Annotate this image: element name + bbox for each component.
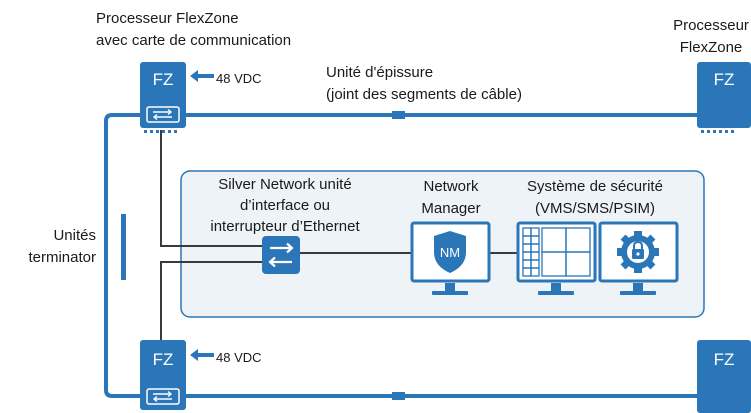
network-manager-label-line2: Manager (421, 200, 481, 217)
processor-top-right-label-line1: Processeur (673, 17, 749, 34)
power-label-top: 48 VDC (216, 71, 262, 86)
splice-label-line2: (joint des segments de câble) (326, 86, 522, 103)
network-manager-label-line1: Network (423, 178, 479, 195)
terminator-label-line2: terminator (28, 249, 96, 266)
processor-top-right-label-line2: FlexZone (679, 39, 743, 56)
fz-badge-top-left: FZ (152, 70, 174, 89)
interface-unit-label-line1: Silver Network unité (218, 176, 352, 193)
fz-badge-bottom-right: FZ (713, 350, 735, 369)
terminator-unit (121, 214, 126, 280)
security-system-label-line1: Système de sécurité (527, 178, 663, 195)
switch-arrows-icon (262, 236, 300, 274)
security-system-label-line2: (VMS/SMS/PSIM) (534, 200, 655, 217)
fz-processor-bottom-left (140, 340, 186, 410)
power-arrow-top (190, 70, 214, 82)
lock-gear-icon (617, 231, 659, 273)
network-cables (160, 130, 518, 342)
fz-badge-top-right: FZ (713, 70, 735, 89)
processor-top-left-label-line1: Processeur FlexZone (96, 10, 239, 27)
power-arrow-bottom (190, 349, 214, 361)
network-manager-monitor (410, 221, 491, 295)
splice-label-line1: Unité d'épissure (326, 64, 434, 81)
sensor-cable (104, 113, 751, 398)
interface-unit-label-line2: d’interface ou (239, 197, 331, 214)
interface-unit-label-line3: interrupteur d’Ethernet (210, 218, 360, 235)
splice-unit-bottom (392, 392, 405, 400)
splice-unit-top (392, 111, 405, 119)
terminator-label-line1: Unités (53, 227, 96, 244)
nm-badge: NM (439, 245, 461, 260)
fz-processor-bottom-right (697, 340, 751, 413)
vms-monitor (516, 221, 597, 295)
fz-processor-top-left (140, 62, 186, 133)
nm-shield-icon (434, 231, 466, 273)
fz-badge-bottom-left: FZ (152, 350, 174, 369)
fz-processor-top-right (697, 62, 751, 133)
processor-top-left-label-line2: avec carte de communication (96, 32, 292, 49)
security-monitor (598, 221, 679, 295)
power-label-bottom: 48 VDC (216, 350, 262, 365)
